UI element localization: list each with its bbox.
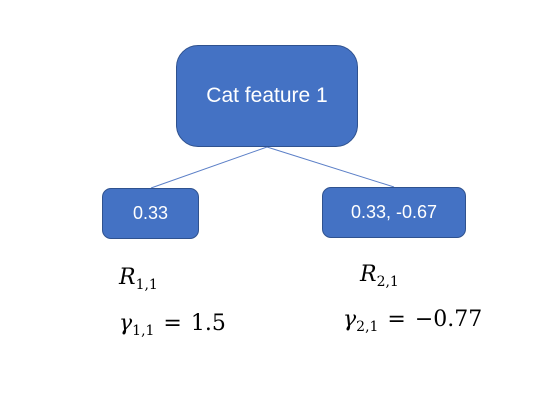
root-node-label: Cat feature 1 <box>206 84 328 107</box>
right-gamma-sub: 2,1 <box>356 319 379 335</box>
left-leaf-label: 0.33 <box>132 203 169 223</box>
left-gamma-equals: = <box>163 311 182 336</box>
left-leaf-node: 0.33 <box>102 188 199 239</box>
right-gamma-var: γ <box>343 307 357 332</box>
edge-root-to-right-leaf <box>266 146 395 188</box>
left-gamma-var: γ <box>119 311 133 336</box>
right-leaf-label: 0.33, -0.67 <box>350 202 438 222</box>
left-gamma-sub: 1,1 <box>132 323 155 339</box>
root-node: Cat feature 1 <box>176 45 358 147</box>
edge-root-to-left-leaf <box>150 146 268 189</box>
right-region-label: R2,1 <box>360 262 399 290</box>
right-gamma-equation: γ2,1 = −0.77 <box>343 307 483 335</box>
left-region-sub: 1,1 <box>135 277 158 293</box>
right-region-sub: 2,1 <box>376 274 399 290</box>
right-gamma-value: −0.77 <box>414 307 483 332</box>
left-gamma-equation: γ1,1 = 1.5 <box>119 311 226 339</box>
left-region-var: R <box>119 265 136 290</box>
left-gamma-value: 1.5 <box>190 311 226 336</box>
right-region-var: R <box>360 262 377 287</box>
left-region-label: R1,1 <box>119 265 158 293</box>
right-leaf-node: 0.33, -0.67 <box>322 187 466 238</box>
right-gamma-equals: = <box>387 307 406 332</box>
